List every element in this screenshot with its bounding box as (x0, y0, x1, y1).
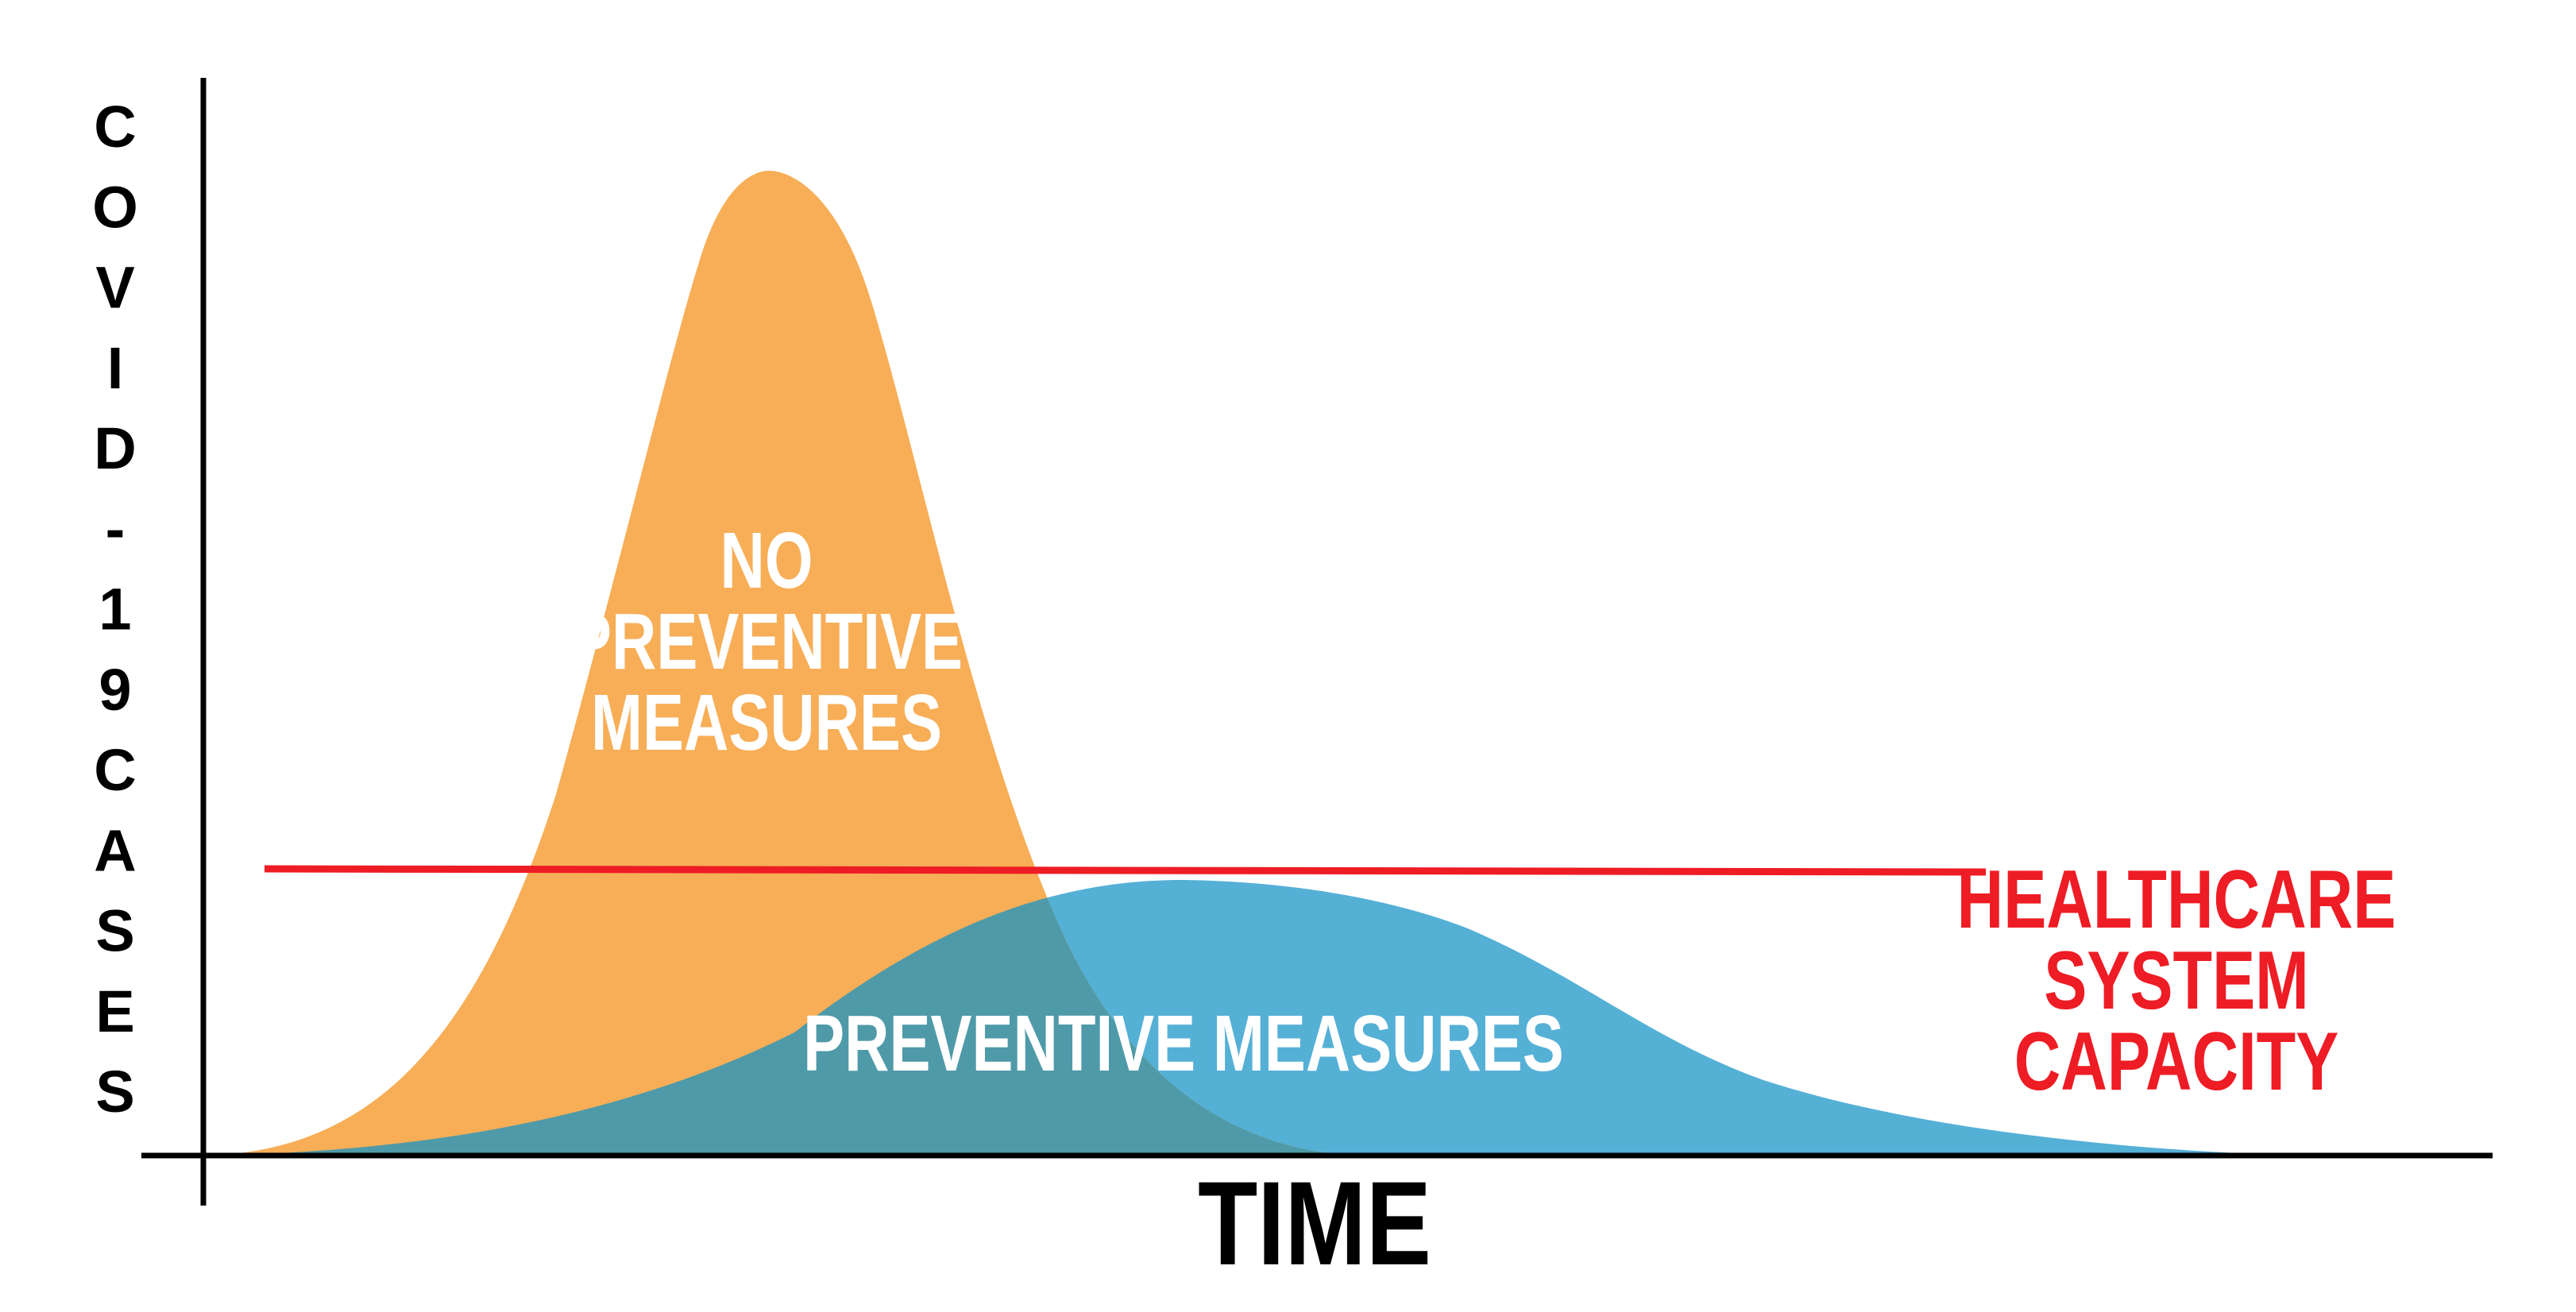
y-axis-label-letter: 9 (98, 657, 131, 723)
healthcare-capacity-line (264, 865, 1987, 876)
y-axis-label-letter: C (94, 94, 136, 160)
y-axis-label-letter: V (95, 255, 134, 321)
y-axis-label-letter: - (106, 496, 126, 561)
preventive-measures-label: PREVENTIVE MEASURES (803, 1000, 1564, 1089)
y-axis-label-letter: I (107, 335, 124, 401)
y-axis-label-letter: O (92, 174, 138, 240)
y-axis-label-letter: E (95, 978, 134, 1044)
y-axis-label-letter: 1 (98, 577, 131, 642)
y-axis-label-letter: S (95, 1059, 134, 1125)
y-axis-label-letter: S (95, 898, 134, 964)
capacity-label-line-1: HEALTHCARE (1957, 853, 2396, 945)
y-axis-label-letter: A (94, 817, 136, 883)
capacity-label-line-2: SYSTEM (2044, 934, 2309, 1026)
y-axis-label-letter: D (94, 415, 136, 481)
no-preventive-measures-curve (205, 171, 1350, 1156)
no-measures-label-line-1: NO (720, 517, 813, 606)
no-measures-label-line-2: PREVENTIVE (570, 598, 963, 687)
capacity-label-line-3: CAPACITY (2014, 1015, 2339, 1107)
y-axis-label-letter: C (94, 737, 136, 803)
x-axis-label: TIME (1198, 1157, 1431, 1290)
no-measures-label-line-3: MEASURES (591, 679, 942, 768)
